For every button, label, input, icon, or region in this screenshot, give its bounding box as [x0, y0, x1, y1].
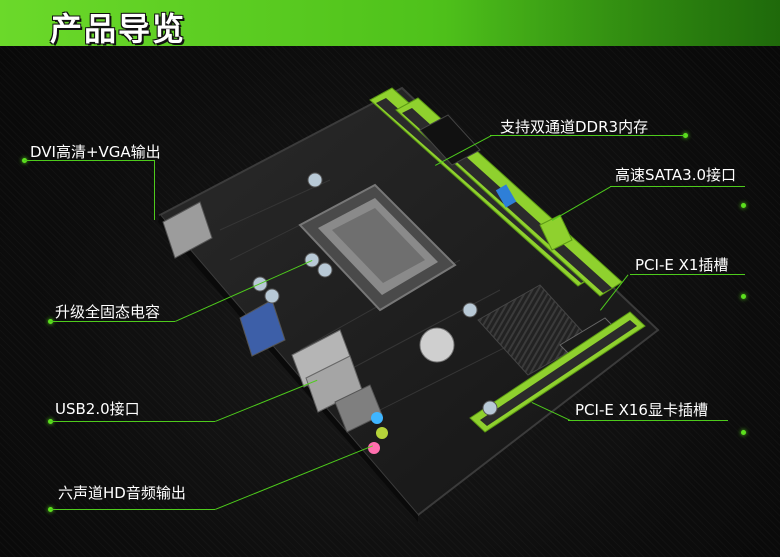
cpu-socket [298, 183, 457, 312]
pcb-board [158, 86, 660, 517]
header-bar [0, 0, 780, 46]
callout-dot [683, 133, 688, 138]
page-title: 产品导览 [50, 10, 187, 48]
callout-pcie-x16: PCI-E X16显卡插槽 [575, 401, 708, 419]
callout-usb: USB2.0接口 [55, 400, 140, 418]
callout-dot [741, 430, 746, 435]
callout-dvi-vga: DVI高清+VGA输出 [30, 143, 161, 161]
cmos-battery [419, 327, 455, 363]
pcie-x16-slot [469, 311, 646, 433]
callout-dot [741, 294, 746, 299]
callout-pcie-x1: PCI-E X1插槽 [635, 256, 729, 274]
rear-io [162, 201, 388, 454]
callout-sata: 高速SATA3.0接口 [615, 166, 737, 184]
callout-dot [741, 203, 746, 208]
callout-audio: 六声道HD音频输出 [58, 484, 186, 502]
solid-capacitors [252, 172, 498, 416]
callout-ddr3: 支持双通道DDR3内存 [500, 118, 649, 136]
callout-capacitors: 升级全固态电容 [55, 303, 161, 321]
